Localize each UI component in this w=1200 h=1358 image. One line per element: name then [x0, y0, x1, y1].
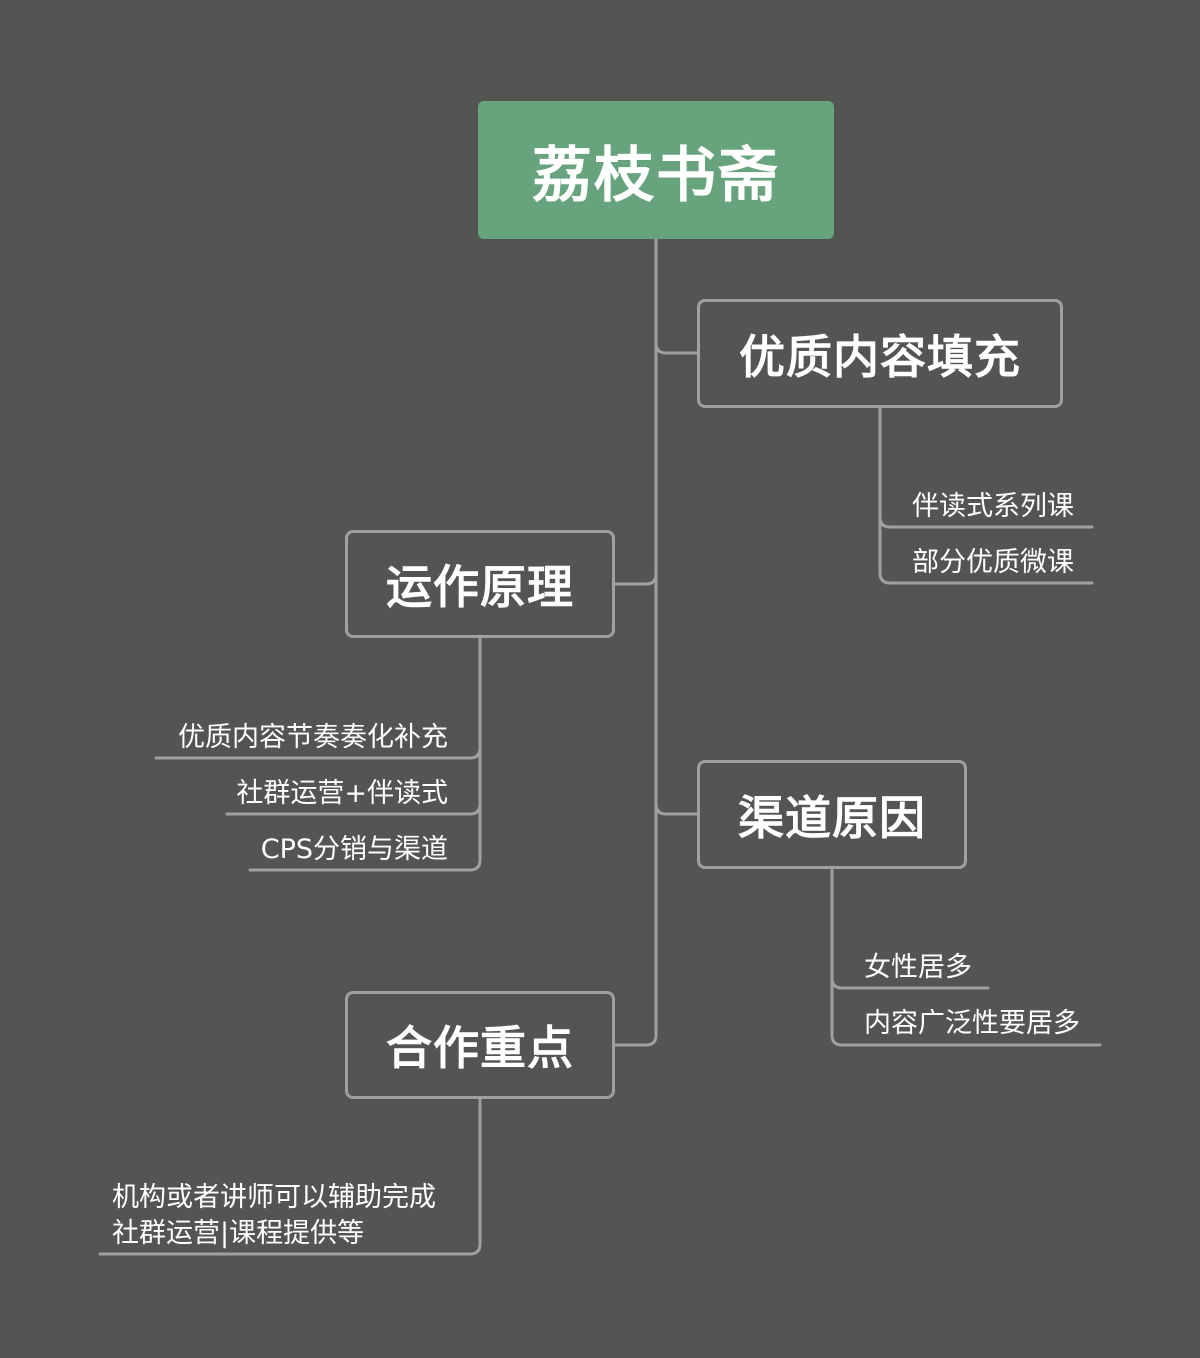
leaf-focus-1[interactable]: 机构或者讲师可以辅助完成 社群运营|课程提供等: [112, 1180, 436, 1252]
edge-channel-trunk: [830, 867, 1102, 1047]
edge-principle-trunk: [248, 636, 482, 872]
edge-root-channel: [654, 802, 699, 816]
leaf-focus-1-line-1: 机构或者讲师可以辅助完成: [112, 1182, 436, 1213]
leaf-channel-2[interactable]: 内容广泛性要居多: [864, 1008, 1080, 1039]
edge-root-principle: [613, 572, 658, 586]
edge-principle-child-2: [225, 802, 482, 816]
edge-focus-child-1: [98, 1097, 482, 1256]
leaf-channel-1[interactable]: 女性居多: [864, 952, 972, 983]
edge-channel-child-1: [830, 976, 990, 990]
trunk-line: [613, 237, 658, 1047]
branch-cooperation-focus[interactable]: 合作重点: [345, 991, 615, 1099]
edge-quality-trunk: [878, 406, 1094, 585]
edge-root-quality: [654, 341, 699, 355]
leaf-principle-1[interactable]: 优质内容节奏奏化补充: [178, 722, 448, 753]
branch-operation-principle[interactable]: 运作原理: [345, 530, 615, 638]
leaf-principle-3[interactable]: CPS分销与渠道: [260, 834, 448, 865]
root-node[interactable]: 荔枝书斋: [478, 101, 834, 239]
leaf-focus-1-line-2: 社群运营|课程提供等: [112, 1218, 365, 1249]
branch-quality-content[interactable]: 优质内容填充: [697, 299, 1063, 408]
leaf-principle-2[interactable]: 社群运营+伴读式: [236, 778, 448, 809]
branch-channel-reasons[interactable]: 渠道原因: [697, 760, 967, 869]
leaf-quality-2[interactable]: 部分优质微课: [912, 547, 1074, 578]
edge-quality-child-1: [878, 515, 1094, 529]
edge-principle-child-1: [154, 746, 482, 760]
leaf-quality-1[interactable]: 伴读式系列课: [912, 491, 1074, 522]
